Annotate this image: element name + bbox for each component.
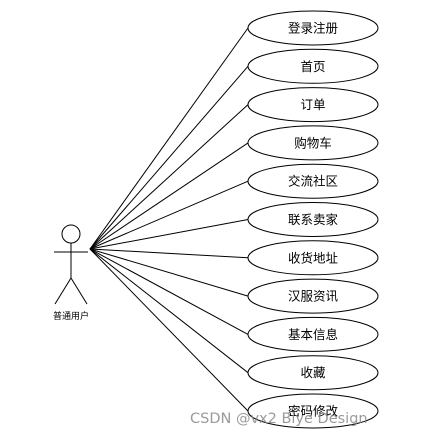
actor-figure: 普通用户 [53, 224, 89, 322]
use-case-label: 订单 [300, 97, 325, 112]
use-case: 登录注册 [247, 10, 379, 46]
use-case-label: 收藏 [300, 365, 326, 380]
use-case: 联系卖家 [247, 202, 379, 237]
use-case-label: 购物车 [294, 135, 332, 150]
use-case: 汉服资讯 [247, 278, 379, 314]
association-line [89, 248, 249, 259]
use-case-label: 交流社区 [288, 174, 338, 189]
watermark: CSDN @vx2 Biye Design [190, 411, 368, 427]
use-case-label: 联系卖家 [288, 212, 339, 227]
use-case: 收货地址 [247, 240, 379, 276]
use-case-label: 收货地址 [288, 250, 339, 265]
use-case-label: 汉服资讯 [288, 289, 339, 304]
use-case-ellipse [247, 48, 379, 84]
use-case: 密码修改 [247, 393, 379, 429]
association-lines [89, 27, 249, 412]
use-case: 收藏 [247, 355, 379, 391]
association-line [89, 248, 249, 374]
use-case-ellipse [247, 316, 379, 352]
actor-label: 普通用户 [53, 310, 89, 322]
use-case-ellipse [247, 10, 379, 46]
use-case-ellipse [247, 355, 379, 391]
use-case-ellipse [247, 87, 379, 123]
association-line [89, 248, 249, 412]
use-case: 首页 [247, 48, 379, 84]
use-case-ellipse [247, 393, 379, 429]
association-line [89, 219, 249, 250]
actor-right-leg [70, 277, 88, 305]
use-case-label: 基本信息 [288, 327, 338, 342]
use-case-ellipse [247, 163, 379, 199]
use-case-ellipse [247, 125, 379, 161]
use-case-ellipse [247, 202, 379, 237]
use-case-label: 登录注册 [288, 21, 338, 36]
use-case: 订单 [247, 87, 379, 123]
association-line [89, 248, 249, 335]
use-case-ellipse [247, 278, 379, 314]
use-case: 购物车 [247, 125, 379, 161]
association-line [89, 65, 249, 250]
use-case: 基本信息 [247, 316, 379, 352]
use-case-label: 密码修改 [288, 404, 339, 419]
association-line [89, 180, 249, 250]
use-case: 交流社区 [247, 163, 379, 199]
actor-left-leg [54, 277, 72, 305]
use-case-ellipse [247, 240, 379, 276]
actor-head [61, 224, 81, 244]
association-line [89, 104, 249, 250]
association-line [89, 142, 249, 250]
association-line [89, 27, 249, 250]
association-line [89, 248, 249, 297]
use-case-label: 首页 [300, 59, 325, 74]
